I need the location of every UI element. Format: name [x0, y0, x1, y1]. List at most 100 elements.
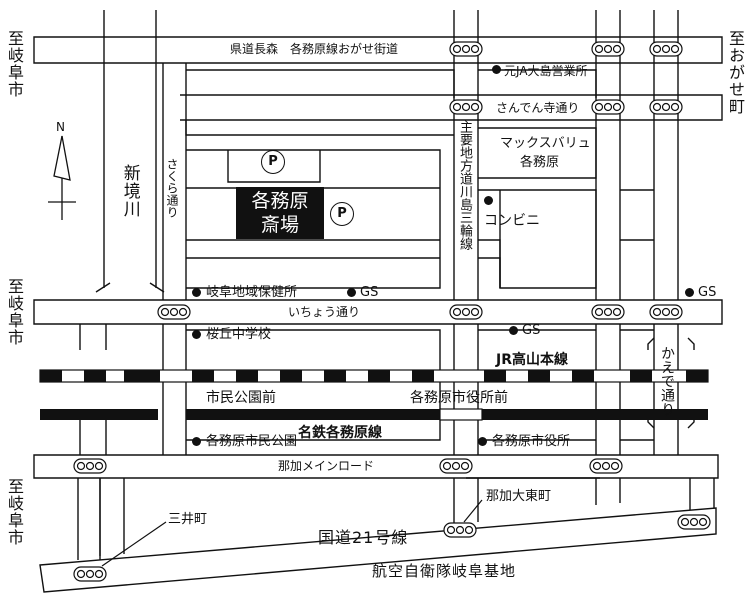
road-label-naka-main: 那加メインロード — [278, 459, 375, 473]
signal-light — [670, 44, 680, 54]
funeral-hall-name-line1: 各務原 — [251, 190, 309, 212]
landmark-gs: GS — [522, 323, 541, 338]
signal-light — [452, 307, 462, 317]
signal-light — [661, 307, 671, 317]
landmark-dot — [347, 288, 356, 297]
direction-label-left-middle: 至岐阜市 — [5, 278, 24, 346]
signal-light — [442, 461, 452, 471]
parking-icon: P — [261, 150, 285, 174]
road-label-prefectural: 主要地方道川島三輪線 — [457, 120, 472, 250]
railway-label-meitetsu: 名鉄各務原線 — [298, 425, 382, 441]
signal-light — [461, 102, 471, 112]
block-hall — [186, 149, 441, 289]
signal-light — [689, 517, 699, 527]
left-vertical-road — [77, 324, 107, 560]
route21-outline — [39, 507, 717, 593]
signal-light — [76, 569, 86, 579]
direction-label-left-top: 至岐阜市 — [5, 30, 24, 98]
sanden-road-outline — [180, 94, 723, 121]
signal-light — [670, 102, 680, 112]
road-label-route21: 国道21号線 — [318, 528, 409, 547]
signal-light — [470, 102, 480, 112]
signal-light — [470, 44, 480, 54]
prefectural-road-south — [453, 324, 479, 455]
signal-light — [594, 102, 604, 112]
signal-light — [455, 525, 465, 535]
naka-main-road-outline — [33, 454, 719, 479]
signal-light — [612, 102, 622, 112]
traffic-signals — [73, 41, 711, 582]
place-mitsui: 三井町 — [168, 512, 208, 527]
direction-label-right-top: 至おがせ町 — [726, 30, 745, 115]
signal-light — [451, 461, 461, 471]
signal-light — [612, 44, 622, 54]
meitetsu-railway — [40, 408, 708, 421]
signal-light — [603, 102, 613, 112]
landmark-hokenjo: 岐阜地域保健所 — [206, 285, 298, 300]
landmark-ja: 元JA大島営業所 — [504, 64, 588, 78]
landmark-dot — [192, 288, 201, 297]
river-label: 新境川 — [119, 164, 140, 218]
signal-light — [603, 307, 613, 317]
landmark-dot — [492, 65, 501, 74]
east-road-south — [595, 324, 621, 455]
road-label-sakura: さくら通り — [165, 158, 179, 218]
signal-light — [461, 307, 471, 317]
signal-light — [612, 307, 622, 317]
road-label-icho: いちょう通り — [288, 305, 361, 319]
signal-light — [464, 525, 474, 535]
signal-light — [594, 44, 604, 54]
signal-light — [594, 307, 604, 317]
kaede-road — [653, 10, 679, 300]
landmark-gs: GS — [698, 285, 717, 300]
station-label-shiyakusho: 各務原市役所前 — [410, 390, 508, 406]
place-nakaotohigashi: 那加大東町 — [486, 489, 552, 504]
signal-light — [178, 307, 188, 317]
prefectural-road-southend — [453, 478, 479, 525]
funeral-hall-name-line2: 斎場 — [260, 214, 299, 236]
railway-label-jr: JR高山本線 — [496, 352, 568, 368]
parking-icon: P — [330, 202, 354, 226]
pointer-line-nakaotohigashi — [463, 499, 483, 523]
signal-light — [652, 44, 662, 54]
signal-light — [610, 461, 620, 471]
direction-label-left-bottom: 至岐阜市 — [5, 478, 24, 546]
landmark-dot — [478, 437, 487, 446]
signal-light — [652, 102, 662, 112]
signal-light — [160, 307, 170, 317]
signal-light — [85, 461, 95, 471]
signal-light — [452, 44, 462, 54]
signal-light — [94, 569, 104, 579]
signal-light — [470, 307, 480, 317]
north-label: N — [56, 120, 65, 134]
bridge-marks — [95, 282, 165, 293]
signal-light — [85, 569, 95, 579]
landmark-gs: GS — [360, 285, 379, 300]
signal-light — [652, 307, 662, 317]
funeral-hall-marker: 各務原 斎場 — [236, 187, 324, 239]
river-banks — [103, 10, 157, 288]
landmark-dot — [685, 288, 694, 297]
road-label-sanden: さんでん寺通り — [496, 101, 580, 115]
place-air-base: 航空自衛隊岐阜基地 — [372, 562, 517, 580]
pointer-line-mitsui — [101, 521, 167, 567]
sakura-road — [162, 63, 187, 300]
signal-light — [592, 461, 602, 471]
landmark-city-hall: 各務原市役所 — [492, 434, 571, 449]
landmark-dot — [509, 326, 518, 335]
landmark-shimin-park: 各務原市民公園 — [206, 434, 298, 449]
jr-railway — [39, 369, 709, 383]
signal-light — [169, 307, 179, 317]
landmark-subaru-line2: 各務原 — [520, 155, 560, 170]
landmark-subaru-line1: マックスバリュ — [500, 136, 591, 151]
landmark-conbini: コンビニ — [484, 213, 540, 229]
kaede-road-south — [653, 324, 679, 455]
north-arrow — [48, 135, 76, 220]
signal-light — [460, 461, 470, 471]
signal-light — [661, 44, 671, 54]
signal-light — [76, 461, 86, 471]
signal-light — [698, 517, 708, 527]
far-east-road — [689, 478, 715, 510]
prefectural-road — [453, 10, 479, 300]
